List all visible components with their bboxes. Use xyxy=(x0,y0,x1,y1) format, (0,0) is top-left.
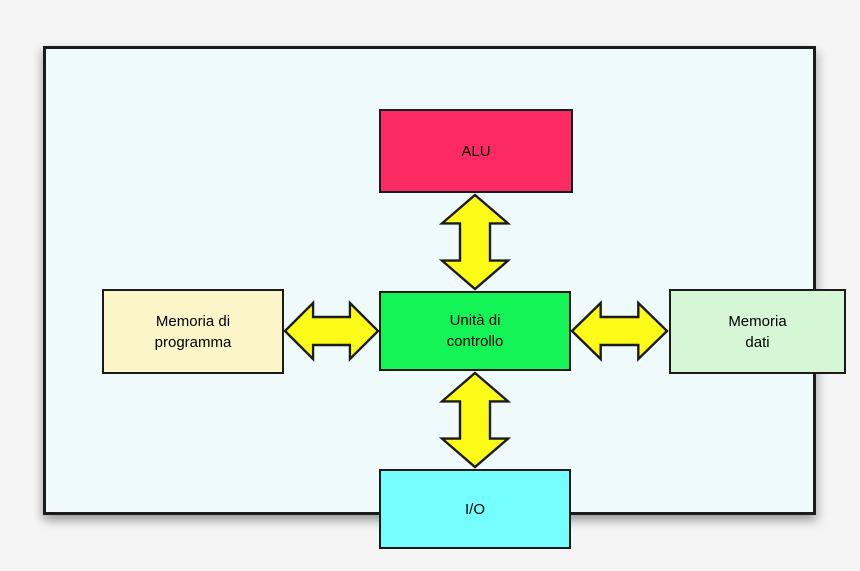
bidirectional-arrow-control-io-icon xyxy=(438,371,512,469)
node-alu: ALU xyxy=(379,109,573,193)
node-alu-label: ALU xyxy=(461,142,491,160)
node-control-unit-label: Unità di controllo xyxy=(446,312,504,350)
node-control-unit: Unità di controllo xyxy=(379,291,571,371)
node-program-memory: Memoria di programma xyxy=(102,289,284,374)
diagram-frame: ALU Memoria di programma Unità di contro… xyxy=(43,46,846,549)
bidirectional-arrow-control-data-icon xyxy=(570,300,669,362)
node-data-memory-label: Memoria dati xyxy=(728,312,787,351)
bidirectional-arrow-program-control-icon xyxy=(283,300,380,362)
node-io: I/O xyxy=(379,469,571,549)
bidirectional-arrow-alu-control-icon xyxy=(438,193,512,291)
node-program-memory-label: Memoria di programma xyxy=(154,312,232,351)
node-data-memory: Memoria dati xyxy=(669,289,846,374)
node-io-label: I/O xyxy=(464,500,485,518)
